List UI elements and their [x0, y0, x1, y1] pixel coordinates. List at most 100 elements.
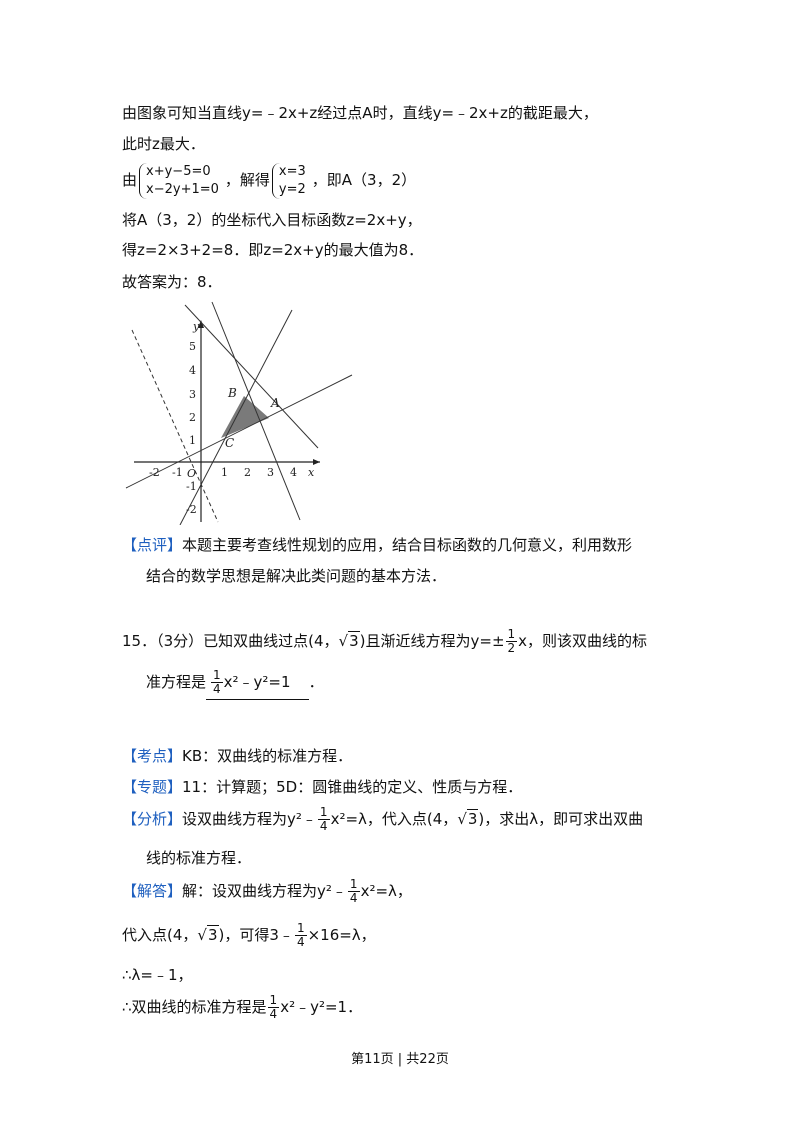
frac-numerator: 1 [347, 877, 360, 892]
line-objective-through-a [211, 301, 301, 521]
frac-numerator: 1 [267, 993, 280, 1008]
origin-label: O [187, 467, 196, 480]
system2-eq2: y=2 [278, 181, 306, 197]
comment-line-1: 【点评】本题主要考查线性规划的应用，结合目标函数的几何意义，利用数形 [122, 535, 632, 555]
comment-tag: 【点评】 [122, 536, 183, 554]
fenxi-tag: 【分析】 [122, 810, 183, 828]
frac-denominator: 4 [213, 682, 221, 696]
y-tick-label: 3 [189, 388, 196, 401]
frac-numerator: 1 [294, 921, 307, 936]
frac-numerator: 1 [505, 627, 518, 642]
y-axis-label: y [192, 320, 200, 333]
q15-point: (4， [308, 632, 339, 650]
jieda-text-a: 解：设双曲线方程为y²﹣ [182, 882, 347, 900]
q15-point-close: ) [359, 632, 366, 650]
jieda-sqrt-radicand: 3 [206, 925, 219, 944]
zhuanti-line: 【专题】11：计算题；5D：圆锥曲线的定义、性质与方程． [122, 777, 522, 797]
q15-prefix: 15．（3分）已知双曲线过点 [122, 632, 309, 650]
zhuanti-text: 11：计算题；5D：圆锥曲线的定义、性质与方程． [182, 778, 523, 796]
y-tick-label: -2 [186, 503, 197, 516]
system1-eq2: x−2y+1=0 [146, 181, 219, 197]
fenxi-point-close: ) [478, 810, 485, 828]
q15-suffix: x，则该双曲线的标 [518, 632, 648, 650]
system2-eq1: x=3 [278, 163, 306, 179]
point-c-label: C [225, 436, 234, 450]
jieda-tag: 【解答】 [122, 882, 183, 900]
point-b-label: B [227, 386, 237, 400]
comment-line-2: 结合的数学思想是解决此类问题的基本方法． [146, 567, 447, 585]
comment-text-1: 本题主要考查线性规划的应用，结合目标函数的几何意义，利用数形 [182, 536, 633, 554]
x-axis-arrow [313, 459, 320, 465]
solution-line-1: 由图象可知当直线y=﹣2x+z经过点A时，直线y=﹣2x+z的截距最大， [122, 104, 598, 122]
x-tick-label: -1 [172, 466, 183, 479]
line-x-minus-2y-plus-1 [125, 374, 353, 489]
solution-line-6: 故答案为：8． [122, 273, 222, 291]
frac-denominator: 4 [349, 891, 358, 905]
x-tick-label: -2 [149, 466, 160, 479]
solution-line-5: 得z=2×3+2=8．即z=2x+y的最大值为8． [122, 241, 424, 259]
jieda-line2-b: ，可得3﹣ [224, 926, 294, 944]
fenxi-text-c: ，求出λ，即可求出双曲 [484, 810, 644, 828]
jieda-line2-point: (4， [167, 926, 198, 944]
y-tick-label: 4 [189, 364, 196, 377]
solution-line-3-mid: ，解得 [224, 171, 270, 189]
y-tick-label: 2 [189, 411, 196, 424]
fenxi-sqrt: √3 [457, 809, 479, 828]
zhuanti-tag: 【专题】 [122, 778, 183, 796]
linear-programming-graph: -2 -1 1 2 3 4 5 4 3 2 1 -1 -2 O x y A B … [125, 301, 353, 525]
x-tick-label: 1 [221, 466, 228, 479]
frac-denominator: 2 [507, 641, 516, 655]
frac-denominator: 4 [269, 1007, 278, 1021]
frac-denominator: 4 [296, 935, 305, 949]
jieda-line4-b: x²﹣y²=1． [280, 998, 363, 1016]
jieda-line2-close: ) [218, 926, 225, 944]
solution-line-3-suffix: ，即A（3，2） [311, 171, 417, 189]
frac-numerator: 1 [317, 805, 330, 820]
solution-line-2: 此时z最大． [122, 135, 205, 153]
x-tick-label: 4 [290, 466, 297, 479]
jieda-line2-c: ×16=λ， [307, 926, 376, 944]
system1-eq1: x+y−5=0 [146, 163, 211, 179]
jieda-line4-a: ∴双曲线的标准方程是 [122, 998, 267, 1016]
q15-sqrt-radicand: 3 [348, 631, 360, 650]
jieda-sqrt: √3 [197, 925, 219, 944]
line-objective-dashed [131, 329, 219, 523]
equation-system-1: x+y−5=0 x−2y+1=0 [139, 162, 223, 199]
q15-line2-end: ． [308, 673, 324, 691]
q15-sqrt: √3 [338, 631, 360, 650]
jieda-line-3: ∴λ=﹣1， [122, 966, 193, 984]
y-tick-label: 1 [189, 434, 196, 447]
fenxi-sqrt-radicand: 3 [466, 809, 479, 828]
x-axis-label: x [308, 466, 315, 479]
x-tick-label: 3 [267, 466, 274, 479]
line-x-plus-y-minus-5 [184, 304, 319, 449]
q15-line2-prefix: 准方程是 [146, 673, 207, 691]
kaodian-text: KB：双曲线的标准方程． [182, 747, 353, 765]
y-tick-label: 5 [189, 340, 196, 353]
page-footer: 第11页 | 共22页 [351, 1052, 449, 1067]
jieda-text-b: x²=λ， [360, 882, 412, 900]
y-axis-arrow [198, 320, 204, 328]
frac-numerator: 1 [211, 668, 223, 683]
solution-line-4: 将A（3，2）的坐标代入目标函数z=2x+y， [122, 211, 422, 229]
kaodian-line: 【考点】KB：双曲线的标准方程． [122, 746, 352, 766]
line-boundary-2 [179, 309, 293, 525]
solution-line-3-prefix: 由 [122, 171, 138, 189]
q15-mid: 且渐近线方程为y=± [365, 632, 505, 650]
fenxi-point: (4， [426, 810, 458, 828]
